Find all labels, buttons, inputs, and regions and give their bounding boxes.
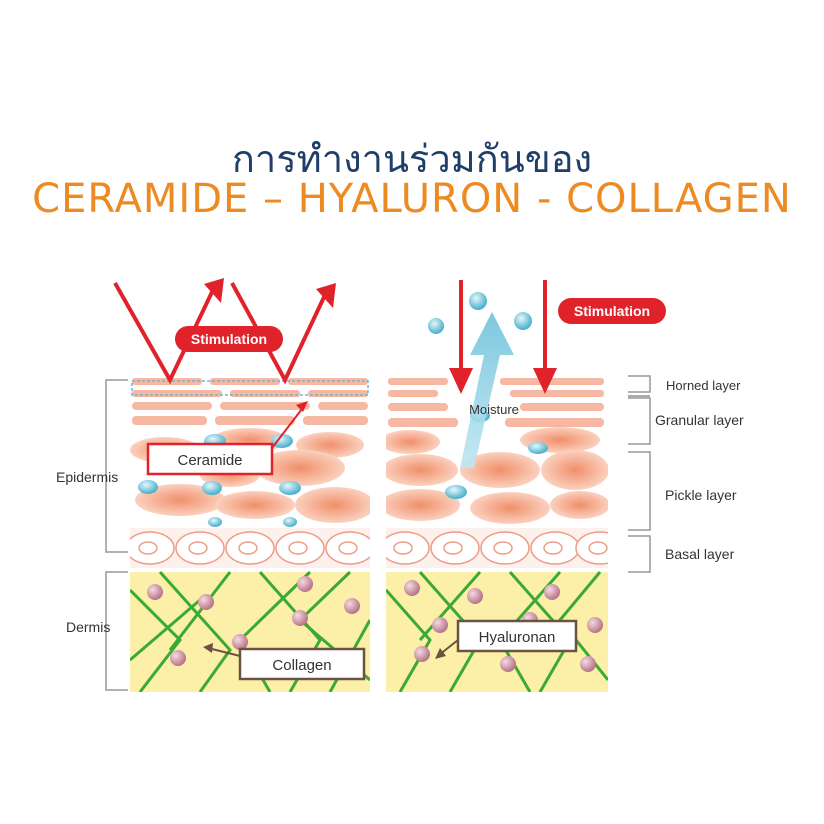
- collagen-callout: Collagen: [203, 643, 366, 681]
- left-panel: [130, 378, 370, 692]
- basal-cells-right: [386, 528, 608, 568]
- hyaluronan-callout: Hyaluronan: [435, 619, 578, 659]
- svg-text:Collagen: Collagen: [272, 657, 331, 674]
- epidermis-cells: [130, 428, 370, 523]
- stimulation-badge-right: Stimulation: [558, 298, 666, 324]
- moisture-label: Moisture: [469, 402, 519, 417]
- granular-layer-label: Granular layer: [655, 412, 744, 428]
- stimulation-arrowheads-right: [449, 368, 557, 394]
- epidermis-label: Epidermis: [56, 469, 118, 485]
- horned-granular-divider: [628, 395, 650, 398]
- horned-layer-stripes-right: [388, 378, 604, 427]
- horned-layer-label: Horned layer: [666, 378, 741, 393]
- moisture-arrow: [460, 312, 514, 468]
- floating-droplets: [428, 292, 532, 334]
- stimulation-badge-left: Stimulation: [175, 326, 283, 352]
- svg-text:Stimulation: Stimulation: [574, 303, 650, 319]
- ceramide-barrier-outline: [131, 380, 369, 396]
- stimulation-arrowheads-left: [204, 278, 336, 308]
- title-thai: การทำงานร่วมกันของ: [231, 137, 593, 181]
- title-english: CERAMIDE – HYALURON - COLLAGEN: [32, 176, 792, 222]
- epidermis-cells-right: [386, 427, 608, 524]
- basal-cells: [130, 528, 370, 568]
- svg-text:Ceramide: Ceramide: [177, 452, 242, 469]
- svg-text:Stimulation: Stimulation: [191, 331, 267, 347]
- basal-layer-label: Basal layer: [665, 546, 735, 562]
- dermis-particles: [147, 576, 360, 666]
- ceramide-callout: Ceramide: [146, 401, 308, 476]
- dermis-label: Dermis: [66, 619, 110, 635]
- stimulation-arrows-right: [459, 280, 547, 372]
- svg-text:Hyaluronan: Hyaluronan: [479, 629, 556, 646]
- stimulation-arrows-left: [113, 282, 327, 385]
- left-brackets: [105, 379, 128, 691]
- horned-layer-stripes: [132, 378, 368, 425]
- right-brackets: [628, 375, 651, 573]
- pickle-layer-label: Pickle layer: [665, 487, 737, 503]
